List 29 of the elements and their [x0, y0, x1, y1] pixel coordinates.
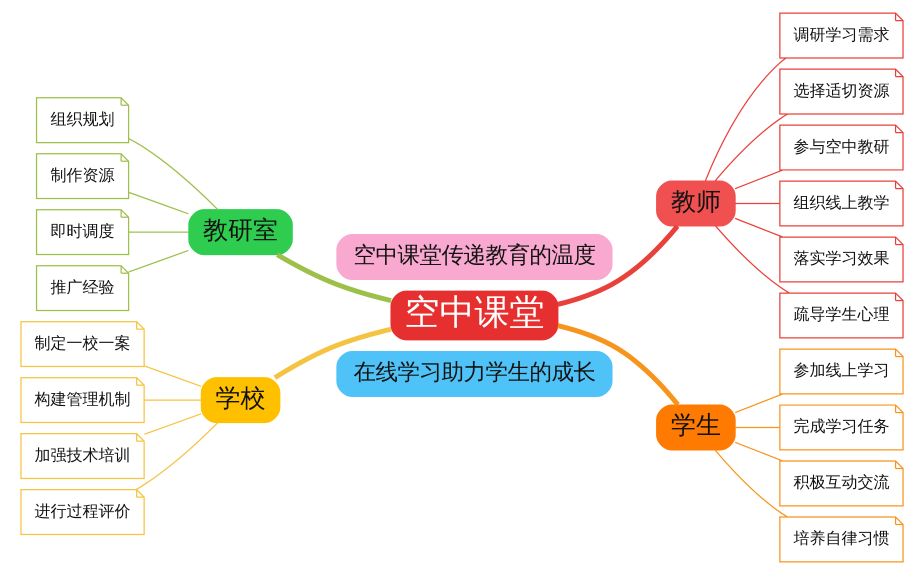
connector	[704, 58, 786, 181]
node-box: 学校	[200, 377, 280, 424]
connector	[734, 393, 782, 414]
connector	[128, 232, 188, 233]
node-box: 学生	[656, 404, 736, 450]
node-box: 教师	[656, 180, 736, 227]
connector	[734, 218, 782, 238]
connector	[734, 169, 782, 190]
connector	[144, 399, 201, 401]
connector	[556, 323, 680, 406]
connector	[128, 138, 218, 210]
node-box: 空中课堂传递教育的温度	[336, 234, 612, 280]
connector	[144, 413, 201, 435]
connector	[734, 442, 782, 462]
connector	[273, 326, 392, 380]
connector	[144, 365, 201, 387]
connector	[734, 426, 779, 428]
node-box: 空中课堂	[390, 290, 558, 340]
connector	[276, 252, 392, 304]
node-box: 教研室	[188, 209, 292, 256]
connector	[136, 422, 218, 490]
connector	[556, 224, 679, 307]
connector	[128, 250, 188, 273]
connector	[714, 113, 788, 182]
connector	[714, 449, 788, 518]
connector	[128, 192, 188, 214]
connector	[734, 202, 779, 204]
node-box: 在线学习助力学生的成长	[336, 350, 612, 397]
connector	[714, 226, 790, 294]
